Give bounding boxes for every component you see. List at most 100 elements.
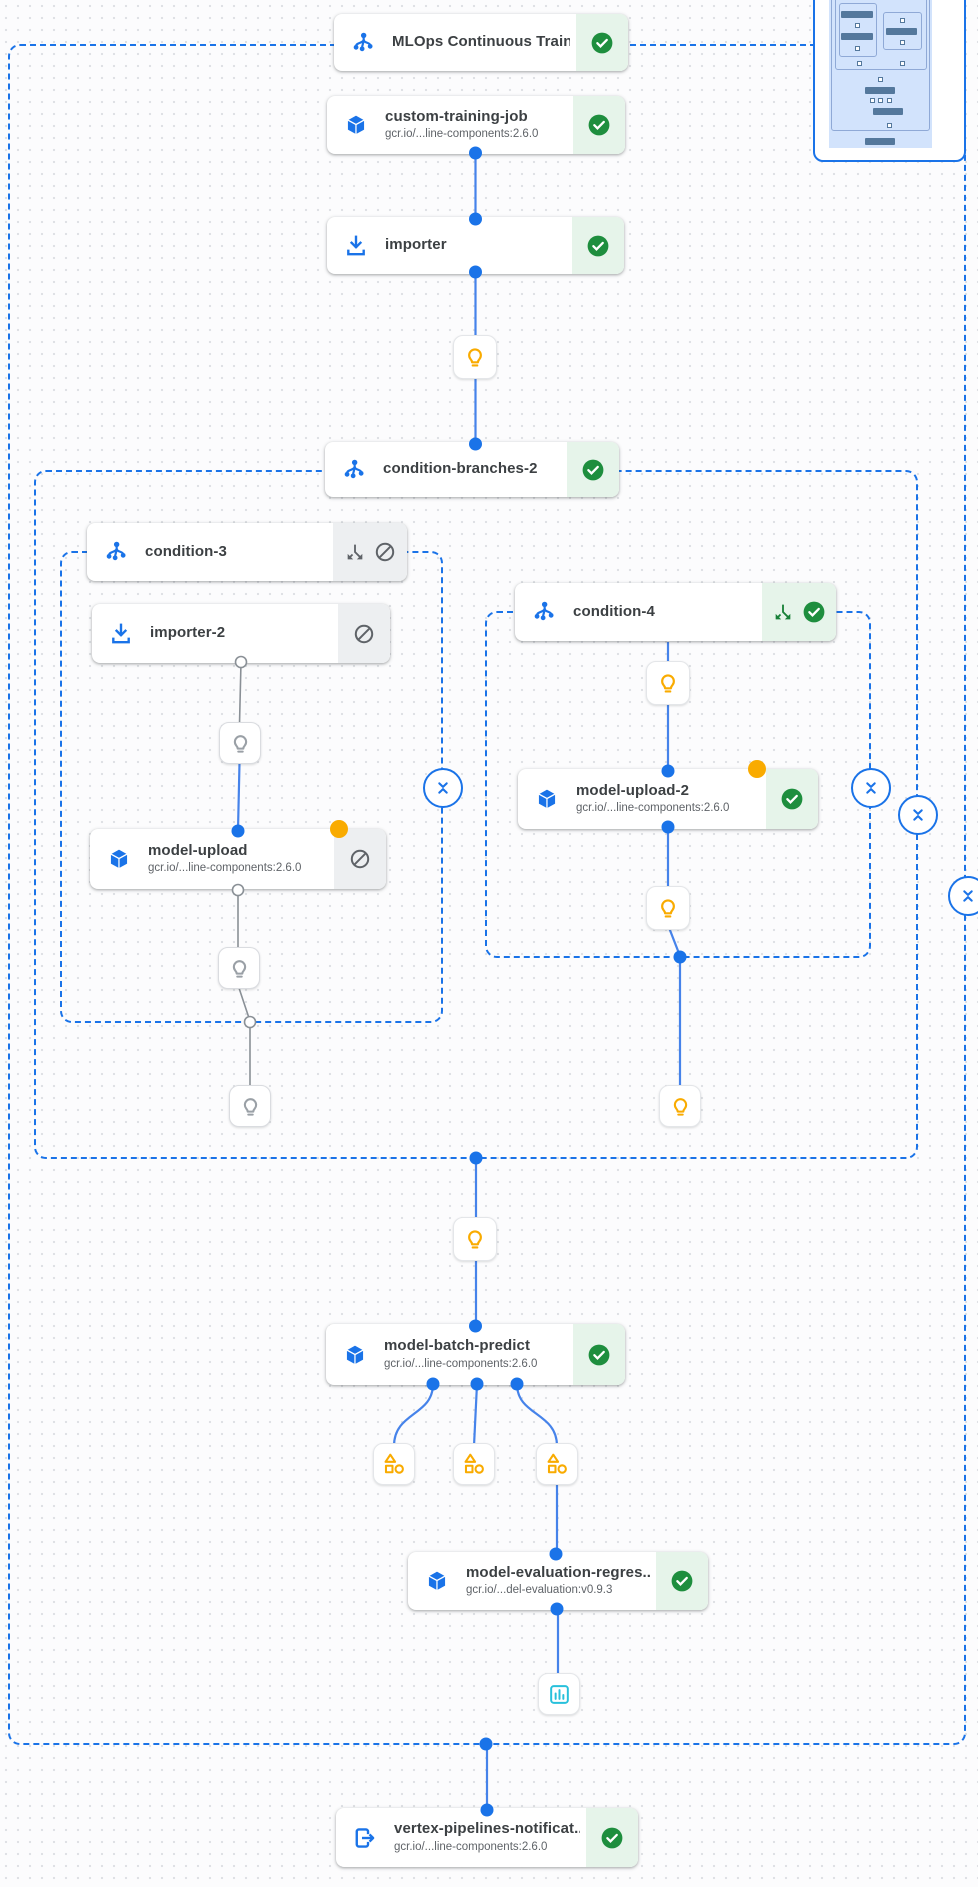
collapse-icon — [963, 890, 973, 902]
lightbulb-icon — [232, 959, 246, 978]
minimap-node-bar — [865, 138, 895, 145]
node-title: importer-2 — [150, 624, 226, 642]
collapse-condition-3-button[interactable] — [423, 768, 463, 808]
lightbulb-icon — [673, 1097, 687, 1116]
node-model-evaluation-regression[interactable]: model-evaluation-regres... gcr.io/...del… — [408, 1552, 708, 1610]
node-importer[interactable]: importer — [327, 217, 624, 274]
node-subtitle: gcr.io/...line-components:2.6.0 — [148, 862, 302, 875]
artifact-metrics[interactable] — [536, 1443, 578, 1485]
node-title: MLOps Continuous Traini... — [392, 33, 570, 51]
node-model-batch-predict[interactable]: model-batch-predict gcr.io/...line-compo… — [326, 1324, 625, 1385]
node-custom-training-job[interactable]: custom-training-job gcr.io/...line-compo… — [327, 96, 625, 154]
artifact-lightbulb[interactable] — [453, 335, 497, 379]
lightbulb-icon — [661, 899, 675, 918]
node-model-upload-2[interactable]: model-upload-2 gcr.io/...line-components… — [518, 769, 818, 829]
node-condition-branches-2[interactable]: condition-branches-2 — [325, 442, 619, 497]
node-condition-3[interactable]: condition-3 — [87, 523, 407, 581]
minimap-group-box — [883, 12, 922, 50]
node-title: importer — [385, 236, 447, 254]
minimap-artifact-square — [878, 98, 883, 103]
minimap-artifact-square — [900, 18, 905, 23]
status-badge — [573, 96, 625, 154]
lightbulb-icon — [468, 348, 482, 367]
minimap-artifact-square — [887, 98, 892, 103]
node-title: model-upload — [148, 841, 248, 859]
collapse-condition-branches-2-button[interactable] — [898, 795, 938, 835]
dag-icon — [515, 599, 573, 625]
status-badge — [567, 442, 619, 497]
lightbulb-icon — [468, 1230, 482, 1249]
status-badge — [766, 769, 818, 829]
download-icon — [327, 233, 385, 259]
cube-icon — [518, 786, 576, 812]
minimap-artifact-square — [900, 61, 905, 66]
category-icon — [547, 1453, 567, 1474]
minimap-artifact-square — [878, 77, 883, 82]
cube-icon — [326, 1342, 384, 1368]
check-circle-icon — [601, 1827, 623, 1848]
node-title: model-upload-2 — [576, 781, 690, 799]
minimap-artifact-square — [857, 61, 862, 66]
node-subtitle: gcr.io/...line-components:2.6.0 — [576, 802, 730, 815]
minimap-artifact-square — [870, 98, 875, 103]
minimap-node-bar — [865, 87, 895, 94]
check-circle-icon — [591, 32, 613, 53]
artifact-lightbulb-skipped[interactable] — [219, 722, 261, 764]
node-importer-2[interactable]: importer-2 — [92, 604, 390, 663]
minimap-group-box — [839, 3, 877, 57]
artifact-lightbulb-skipped[interactable] — [229, 1085, 271, 1127]
collapse-icon — [866, 782, 876, 794]
category-icon — [384, 1453, 404, 1474]
lightbulb-icon — [233, 734, 247, 753]
cube-icon — [408, 1568, 466, 1594]
status-badge — [656, 1552, 708, 1610]
download-icon — [92, 621, 150, 647]
skipped-icon — [375, 542, 394, 562]
artifact-lightbulb[interactable] — [646, 886, 690, 930]
artifact-metrics[interactable] — [373, 1443, 415, 1485]
node-vertex-pipelines-notification[interactable]: vertex-pipelines-notificat... gcr.io/...… — [336, 1808, 638, 1867]
minimap[interactable] — [813, 0, 966, 162]
collapse-condition-4-button[interactable] — [851, 768, 891, 808]
lightbulb-icon — [661, 674, 675, 693]
minimap-viewport[interactable] — [829, 0, 932, 148]
check-circle-icon — [781, 788, 803, 810]
skipped-icon — [350, 849, 370, 869]
collapse-icon — [913, 809, 923, 821]
node-model-upload[interactable]: model-upload gcr.io/...line-components:2… — [90, 829, 386, 889]
edge — [392, 1383, 435, 1447]
minimap-artifact-square — [887, 123, 892, 128]
minimap-node-bar — [886, 28, 917, 35]
edge — [236, 762, 241, 831]
collapse-pipeline-button[interactable] — [948, 876, 978, 916]
artifact-lightbulb[interactable] — [453, 1217, 497, 1261]
check-circle-icon — [588, 1344, 610, 1365]
branch-split-icon — [347, 544, 362, 560]
status-badge — [762, 583, 836, 641]
node-title: model-evaluation-regres... — [466, 1563, 650, 1581]
node-mlops-pipeline[interactable]: MLOps Continuous Traini... — [334, 14, 628, 71]
status-badge — [576, 14, 628, 71]
artifact-lightbulb[interactable] — [646, 661, 690, 705]
check-circle-icon — [582, 459, 604, 480]
exit-to-app-icon — [336, 1825, 394, 1851]
bar-chart-icon — [549, 1684, 569, 1704]
artifact-lightbulb[interactable] — [659, 1085, 701, 1127]
node-title: condition-4 — [573, 602, 655, 620]
node-condition-4[interactable]: condition-4 — [515, 583, 836, 641]
artifact-chart-metrics[interactable] — [538, 1673, 580, 1715]
node-title: custom-training-job — [385, 107, 528, 125]
minimap-artifact-square — [900, 40, 905, 45]
artifact-lightbulb-skipped[interactable] — [218, 947, 260, 989]
category-icon — [464, 1453, 484, 1474]
minimap-group-box — [835, 0, 927, 70]
check-circle-icon — [803, 601, 824, 623]
minimap-group-box — [831, 0, 930, 131]
node-subtitle: gcr.io/...line-components:2.6.0 — [385, 128, 539, 141]
edge — [515, 1383, 559, 1447]
artifact-metrics[interactable] — [453, 1443, 495, 1485]
check-circle-icon — [588, 114, 610, 136]
node-title: vertex-pipelines-notificat... — [394, 1820, 580, 1838]
